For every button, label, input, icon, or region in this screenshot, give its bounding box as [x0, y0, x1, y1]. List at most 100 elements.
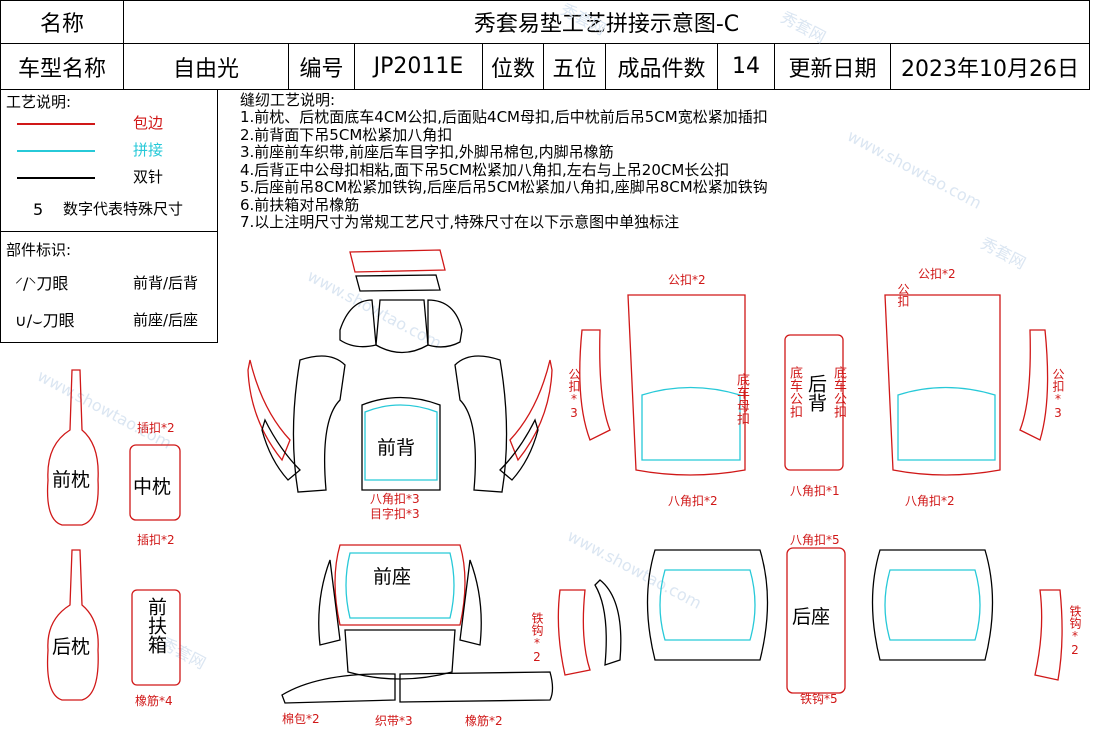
hook-right: 铁钩*2 — [1068, 605, 1082, 657]
code-label: 编号 — [299, 56, 344, 82]
front-back-label: 前背 — [377, 437, 416, 459]
update-label-cell: 更新日期 — [774, 43, 891, 90]
sewing-note-2: 2.前背面下吊5CM松紧加八角扣 — [240, 125, 453, 144]
sewing-notes-title: 缝纫工艺说明: — [240, 91, 336, 109]
octagon-buckle-rear-mid: 八角扣*1 — [790, 484, 840, 498]
rear-back-left-splice — [641, 386, 741, 461]
car-model-value: 自由光 — [172, 56, 239, 82]
male-buckle-vertical-right: 公扣 — [896, 283, 910, 307]
code-label-cell: 编号 — [288, 43, 355, 90]
rear-seat-label: 后座 — [792, 606, 831, 628]
middle-headrest-piece — [129, 444, 181, 521]
octagon-buckle-rear-right: 八角扣*2 — [905, 494, 955, 508]
rear-back-left-main — [627, 294, 746, 476]
wrap-edge-label: 包边 — [133, 114, 164, 132]
rear-back-right-main — [884, 294, 1001, 476]
cotton-pack: 棉包*2 — [282, 712, 320, 726]
front-back-side-l1 — [292, 355, 346, 493]
seat-value-cell: 五位 — [543, 43, 606, 90]
rear-seat-center — [786, 547, 846, 694]
rear-seat-left-splice — [659, 569, 756, 641]
front-back-top-strip — [349, 249, 446, 273]
front-back-side-r1 — [454, 355, 508, 493]
update-value-cell: 2023年10月26日 — [890, 43, 1090, 90]
elastic-left: 橡筋*4 — [135, 694, 173, 708]
front-back-shoulder-l — [339, 299, 377, 348]
rear-back-label: 后背 — [805, 374, 827, 412]
octagon-buckle-seat-top: 八角扣*5 — [790, 533, 840, 547]
number-desc: 数字代表特殊尺寸 — [63, 200, 184, 218]
double-stitch-line — [17, 177, 95, 179]
rear-back-center-right-label: 底车公扣 — [831, 366, 846, 418]
process-legend-panel: 工艺说明: 包边 拼接 双针 5 数字代表特殊尺寸 — [0, 89, 218, 232]
car-model-label: 车型名称 — [17, 56, 106, 82]
front-seat-cotton-pack — [281, 673, 396, 704]
front-seat-side-l — [318, 559, 341, 646]
pieces-label: 成品件数 — [617, 56, 706, 82]
update-value: 2023年10月26日 — [901, 56, 1079, 82]
name-label: 名称 — [39, 12, 84, 37]
seat-value: 五位 — [552, 56, 597, 82]
update-label: 更新日期 — [788, 56, 877, 82]
male-buckle-side-left: 公扣*3 — [567, 368, 581, 420]
rear-headrest-piece — [46, 549, 99, 701]
insert-buckle-top: 插扣*2 — [137, 421, 175, 435]
hook-left: 铁钩*2 — [530, 612, 544, 664]
pieces-label-cell: 成品件数 — [605, 43, 718, 90]
front-seat-main — [334, 544, 466, 626]
page-title: 秀套易垫工艺拼接示意图-C — [473, 12, 740, 37]
parts-legend-panel: 部件标识: ⸍/⸌刀眼 前背/后背 ∪/⌣刀眼 前座/后座 — [0, 231, 218, 343]
sewing-note-7: 7.以上注明尺寸为常规工艺尺寸,特殊尺寸在以下示意图中单独标注 — [240, 213, 680, 231]
rear-seat-right-splice — [884, 569, 981, 641]
male-buckle-side-right: 公扣*3 — [1051, 368, 1065, 420]
number-key: 5 — [33, 200, 44, 219]
wrap-edge-line — [17, 123, 95, 125]
front-headrest-piece — [46, 369, 99, 526]
rear-headrest-label: 后枕 — [52, 636, 91, 658]
front-back-main — [361, 396, 441, 491]
octagon-buckle-rear-left: 八角扣*2 — [668, 494, 718, 508]
front-back-wing-r2 — [499, 418, 539, 481]
notch-desc-back: 前背/后背 — [133, 274, 199, 292]
rear-back-left-inner-label: 底车母扣 — [734, 373, 749, 425]
splice-line — [17, 150, 95, 152]
rear-back-right-splice — [897, 386, 996, 461]
insert-buckle-bottom: 插扣*2 — [137, 533, 175, 547]
splice-label: 拼接 — [133, 141, 164, 159]
octagon-buckle-front: 八角扣*3 — [370, 492, 420, 506]
double-stitch-label: 双针 — [133, 168, 164, 186]
front-armrest-label: 前扶箱 — [145, 597, 167, 654]
front-back-wing-r — [509, 359, 553, 462]
male-buckle-top-right: 公扣*2 — [918, 267, 956, 281]
front-back-head — [375, 299, 429, 354]
male-buckle-top-left: 公扣*2 — [668, 273, 706, 287]
sewing-note-6: 6.前扶箱对吊橡筋 — [240, 195, 360, 214]
front-seat-side-r — [459, 559, 482, 646]
car-model-label-cell: 车型名称 — [0, 43, 124, 90]
seat-label: 位数 — [490, 56, 535, 82]
front-seat-splice — [345, 552, 455, 619]
front-back-shoulder-r — [427, 299, 463, 348]
rear-seat-right-main — [871, 549, 994, 661]
front-back-splice — [364, 404, 438, 481]
rear-seat-left-wing — [594, 579, 622, 666]
sewing-note-1: 1.前枕、后枕面底车4CM公扣,后面贴4CM母扣,后中枕前后吊5CM宽松紧加插扣 — [240, 108, 768, 126]
pieces-value: 14 — [732, 54, 760, 79]
notch-symbols-seat: ∪/⌣刀眼 — [15, 311, 75, 330]
rear-back-left-side — [579, 329, 611, 441]
front-back-wing-l2 — [261, 418, 301, 481]
code-value-cell: JP2011E — [354, 43, 483, 90]
hook-bottom: 铁钩*5 — [800, 692, 838, 706]
front-headrest-label: 前枕 — [52, 469, 91, 491]
sewing-note-4: 4.后背正中公母扣相粘,面下吊5CM松紧加八角扣,左右与上吊20CM长公扣 — [240, 160, 730, 179]
notch-desc-seat: 前座/后座 — [133, 311, 199, 329]
sewing-note-3: 3.前座前车织带,前座后车目字扣,外脚吊棉包,内脚吊橡筋 — [240, 143, 614, 161]
front-armrest-piece — [131, 589, 181, 686]
webbing: 织带*3 — [375, 714, 413, 728]
process-legend-title: 工艺说明: — [6, 93, 72, 111]
parts-legend-title: 部件标识: — [6, 241, 72, 259]
front-back-wing-l — [247, 359, 291, 462]
code-value: JP2011E — [373, 54, 464, 79]
front-seat-webbing — [399, 671, 554, 703]
